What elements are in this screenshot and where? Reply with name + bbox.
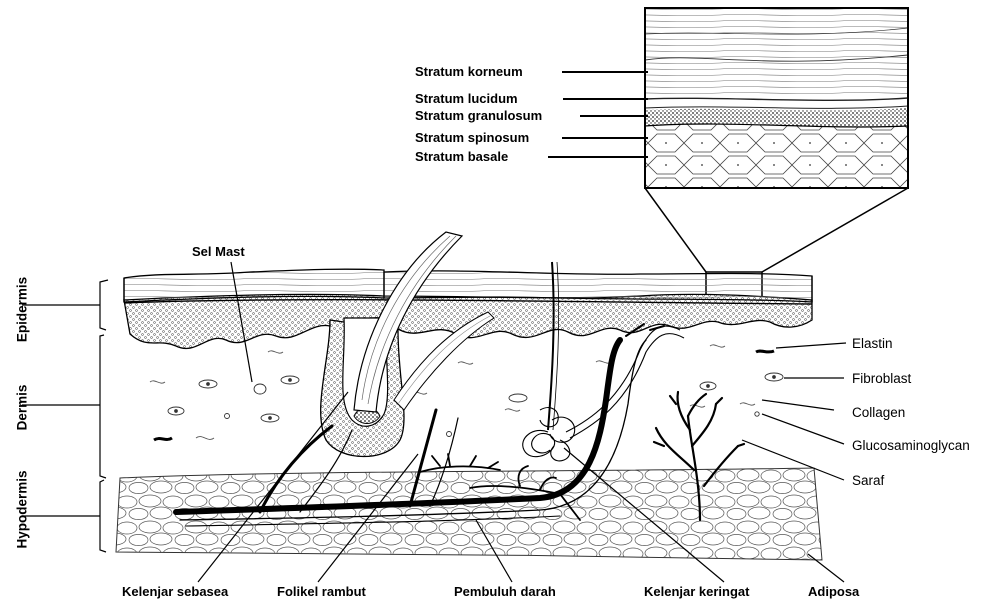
label-dermis: Dermis (15, 384, 30, 432)
label-stratum-korneum: Stratum korneum (415, 64, 523, 79)
label-hypodermis: Hypodermis (15, 466, 30, 554)
label-folikel-rambut: Folikel rambut (277, 584, 366, 599)
label-collagen: Collagen (852, 405, 905, 420)
label-epidermis: Epidermis (15, 274, 30, 346)
label-stratum-granulosum: Stratum granulosum (415, 108, 542, 123)
label-stratum-lucidum: Stratum lucidum (415, 91, 518, 106)
label-fibroblast: Fibroblast (852, 371, 911, 386)
label-glucosaminoglycan: Glucosaminoglycan (852, 438, 970, 453)
label-pembuluh-darah: Pembuluh darah (454, 584, 556, 599)
label-kelenjar-sebasea: Kelenjar sebasea (122, 584, 228, 599)
label-kelenjar-keringat: Kelenjar keringat (644, 584, 750, 599)
sweat-gland-illustration (523, 326, 684, 461)
label-stratum-basale: Stratum basale (415, 149, 508, 164)
label-saraf: Saraf (852, 473, 884, 488)
label-sel-mast: Sel Mast (192, 244, 245, 259)
label-stratum-spinosum: Stratum spinosum (415, 130, 529, 145)
label-adiposa: Adiposa (808, 584, 859, 599)
hair-follicle-illustration (321, 232, 559, 457)
label-elastin: Elastin (852, 336, 893, 351)
hypodermis-layer (116, 468, 822, 560)
